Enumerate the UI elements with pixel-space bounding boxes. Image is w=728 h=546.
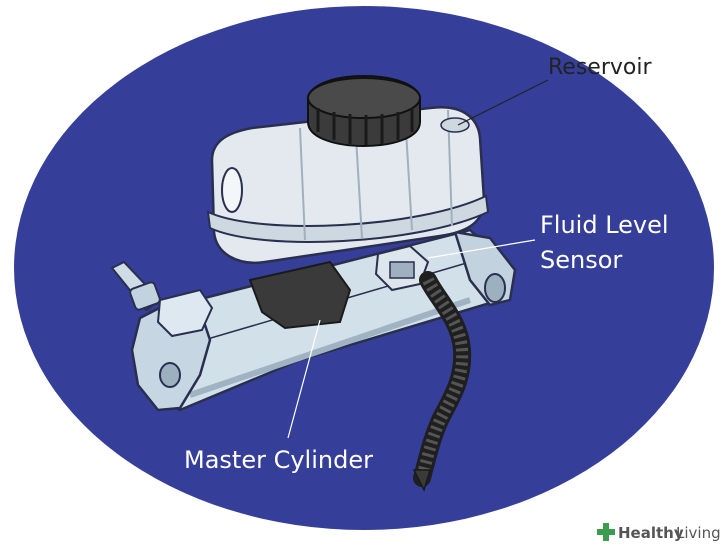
master-cylinder-leader-line	[287, 319, 321, 439]
reservoir-cap	[307, 74, 421, 148]
sensor-wire-hose	[412, 271, 472, 493]
fluid-level-label-line1: Fluid Level	[540, 211, 669, 239]
fluid-level-label-line2: Sensor	[540, 246, 622, 274]
reservoir-tank	[206, 106, 490, 264]
fluid-level-sensor	[374, 244, 430, 292]
watermark-brand-bold: Healthy	[618, 524, 684, 542]
reservoir-label: Reservoir	[548, 55, 652, 80]
watermark-brand-light: Living	[676, 524, 721, 542]
watermark: Healthy Living	[592, 518, 728, 546]
plus-cross-icon	[597, 523, 615, 541]
reservoir-leader-line	[457, 79, 549, 126]
fluid-level-leader-line	[427, 239, 536, 259]
master-cylinder-label: Master Cylinder	[184, 446, 373, 474]
